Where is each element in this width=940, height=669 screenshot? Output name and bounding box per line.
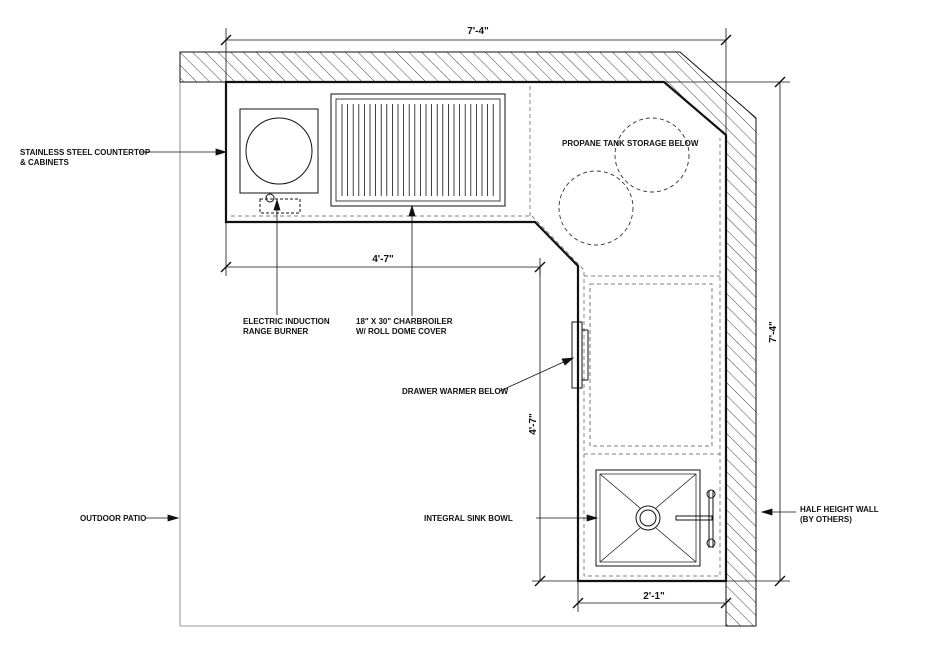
dimension-leg-depth xyxy=(572,581,732,612)
drawer-warmer-icon xyxy=(571,283,713,447)
dimension-depth-label: 2'-1" xyxy=(643,591,665,602)
propane-label: PROPANE TANK STORAGE BELOW xyxy=(562,139,699,148)
sink-label: INTEGRAL SINK BOWL xyxy=(424,514,513,523)
faucet-icon xyxy=(675,489,716,548)
range-burner-label: ELECTRIC INDUCTION RANGE BURNER xyxy=(243,317,332,336)
dimension-top-width xyxy=(220,28,732,135)
outdoor-patio-label: OUTDOOR PATIO xyxy=(80,514,146,523)
dimension-right-height xyxy=(664,76,790,587)
leader-lines xyxy=(140,148,796,522)
drawer-warmer-label: DRAWER WARMER BELOW xyxy=(402,387,509,396)
dimension-counter-length xyxy=(220,222,546,276)
charbroiler-icon xyxy=(330,93,506,207)
dimension-right-label: 7'-4" xyxy=(768,321,779,343)
dimension-leg-label: 4'-7" xyxy=(528,413,539,435)
charbroiler-label: 18" X 30" CHARBROILER W/ ROLL DOME COVER xyxy=(356,317,455,336)
dimension-top-label: 7'-4" xyxy=(467,26,489,37)
dimension-leg-length xyxy=(532,267,578,587)
induction-burner-icon xyxy=(239,108,319,214)
sink-bowl-icon xyxy=(595,469,701,567)
half-wall-label: HALF HEIGHT WALL (BY OTHERS) xyxy=(800,505,881,524)
propane-tank-icon xyxy=(558,117,690,246)
countertop-label: STAINLESS STEEL COUNTERTOP & CABINETS xyxy=(20,148,152,167)
plan-boundary xyxy=(179,82,756,627)
dimension-counter-label: 4'-7" xyxy=(372,254,394,265)
